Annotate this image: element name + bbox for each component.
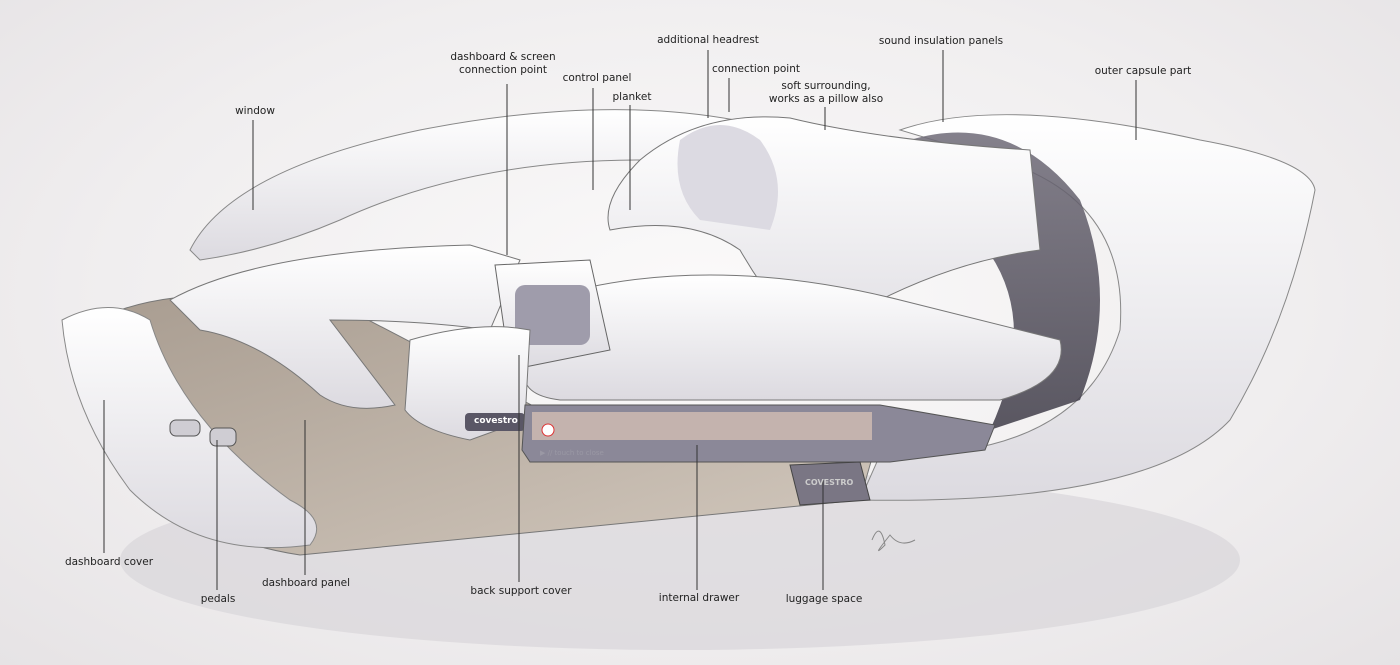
label-sound-insulation-panels: sound insulation panels	[878, 35, 1004, 47]
label-line-2: connection point	[459, 64, 547, 76]
drawer-hint: ▶ // touch to close	[540, 449, 604, 457]
label-line-1: soft surrounding,	[781, 80, 871, 92]
luggage-bag	[789, 461, 871, 506]
label-line-1: dashboard & screen	[450, 51, 556, 63]
label-outer-capsule-part: outer capsule part	[1094, 65, 1192, 77]
first-aid-icon	[541, 423, 555, 437]
label-soft-surrounding: soft surrounding, works as a pillow also	[769, 80, 883, 106]
callout-lines	[103, 50, 1137, 590]
label-dashboard-cover: dashboard cover	[64, 556, 154, 568]
seat-brand-text: covestro	[474, 416, 518, 426]
dashboard-panel	[169, 244, 521, 409]
label-line-2: works as a pillow also	[768, 93, 884, 105]
luggage-brand-text: COVESTRO	[805, 478, 854, 487]
seat-bed	[523, 274, 1062, 401]
label-control-panel: control panel	[562, 72, 632, 84]
artist-signature	[871, 530, 916, 552]
seat-brand-plate	[465, 413, 525, 431]
label-back-support-cover: back support cover	[470, 585, 572, 597]
label-window: window	[235, 105, 275, 117]
drawer-contents	[532, 412, 872, 440]
label-internal-drawer: internal drawer	[658, 592, 740, 604]
label-planket: planket	[612, 91, 652, 103]
headrest-interior	[677, 125, 778, 230]
seat-base	[404, 326, 531, 441]
label-dashboard-panel: dashboard panel	[261, 577, 351, 589]
label-connection-point: connection point	[712, 63, 800, 75]
label-pedals: pedals	[200, 593, 236, 605]
label-additional-headrest: additional headrest	[657, 34, 759, 46]
back-support-window	[515, 285, 590, 345]
outer-capsule	[859, 114, 1316, 501]
label-dashboard-screen-connection: dashboard & screen connection point	[450, 51, 555, 77]
label-luggage-space: luggage space	[785, 593, 863, 605]
